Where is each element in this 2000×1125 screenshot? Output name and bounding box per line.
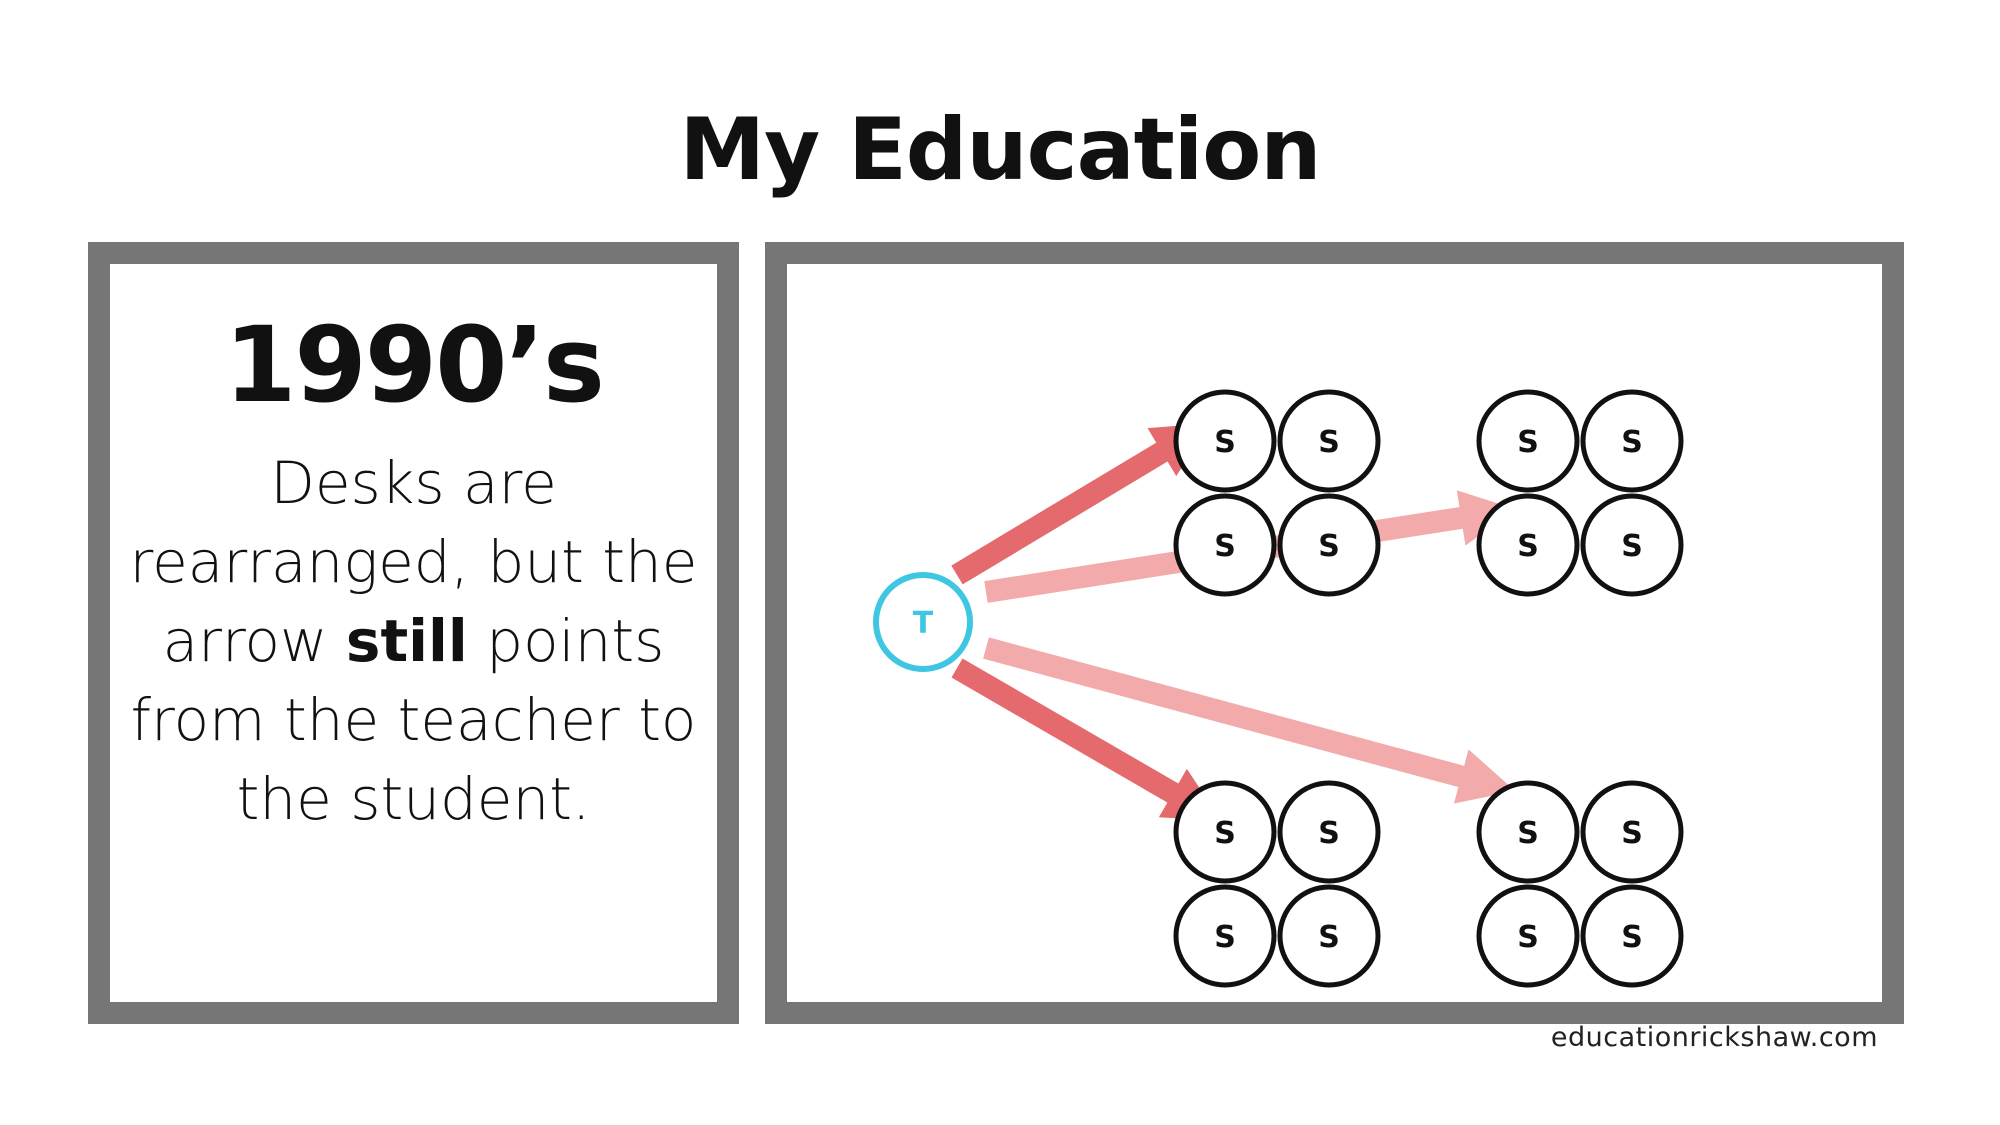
student-desk	[1173, 780, 1277, 884]
student-desk	[1580, 884, 1684, 988]
student-label: S	[1214, 425, 1236, 460]
student-label: S	[1621, 425, 1643, 460]
student-label: S	[1517, 816, 1539, 851]
student-desk	[1580, 780, 1684, 884]
arrow-to-bottom-right-group	[983, 637, 1516, 804]
teacher-layer: T	[873, 572, 973, 672]
student-desk	[1476, 389, 1580, 493]
teacher-circle	[873, 572, 973, 672]
arrow-to-top-left-group	[951, 423, 1210, 585]
classroom-diagram: S S S S S S S S S S S S S S S S T	[873, 389, 1684, 988]
teacher-label: T	[913, 606, 934, 641]
classroom-diagram-panel: S S S S S S S S S S S S S S S S T	[765, 242, 1904, 1024]
student-label: S	[1214, 920, 1236, 955]
student-label: S	[1517, 920, 1539, 955]
desk-group-top-right: S S S S	[1476, 389, 1684, 597]
student-desk	[1580, 493, 1684, 597]
desk-group-top-left: S S S S	[1173, 389, 1381, 597]
student-desk	[1277, 780, 1381, 884]
student-layer: S S S S S S S S S S S S S S S S	[1173, 389, 1684, 988]
student-desk	[1476, 493, 1580, 597]
page-title: My Education	[679, 100, 1321, 200]
student-label: S	[1517, 425, 1539, 460]
student-label: S	[1214, 529, 1236, 564]
student-label: S	[1318, 425, 1340, 460]
site-url: educationrickshaw.com	[1550, 1022, 1878, 1053]
desk-group-bottom-left: S S S S	[1173, 780, 1381, 988]
student-desk	[1277, 389, 1381, 493]
student-label: S	[1621, 920, 1643, 955]
student-label: S	[1318, 816, 1340, 851]
arrow-to-bottom-left-group	[951, 658, 1222, 822]
student-label: S	[1517, 529, 1539, 564]
desk-group-bottom-right: S S S S	[1476, 780, 1684, 988]
student-desk	[1277, 884, 1381, 988]
student-label: S	[1621, 816, 1643, 851]
student-label: S	[1214, 816, 1236, 851]
student-desk	[1173, 389, 1277, 493]
description-panel: 1990’s Desks are rearranged, but the arr…	[88, 242, 739, 1024]
description-text-emphasis: still	[345, 607, 468, 675]
description-text-end: points from the teacher to the student.	[130, 607, 697, 833]
student-desk	[1173, 884, 1277, 988]
student-desk	[1580, 389, 1684, 493]
description-text: Desks are rearranged, but the arrow stil…	[110, 444, 717, 839]
student-label: S	[1318, 529, 1340, 564]
student-desk	[1476, 780, 1580, 884]
student-desk	[1173, 493, 1277, 597]
student-label: S	[1318, 920, 1340, 955]
student-label: S	[1621, 529, 1643, 564]
description-text-start: Desks are rearranged, but the arrow	[129, 449, 698, 675]
student-desk	[1277, 493, 1381, 597]
era-heading: 1990’s	[224, 304, 605, 426]
student-desk	[1476, 884, 1580, 988]
